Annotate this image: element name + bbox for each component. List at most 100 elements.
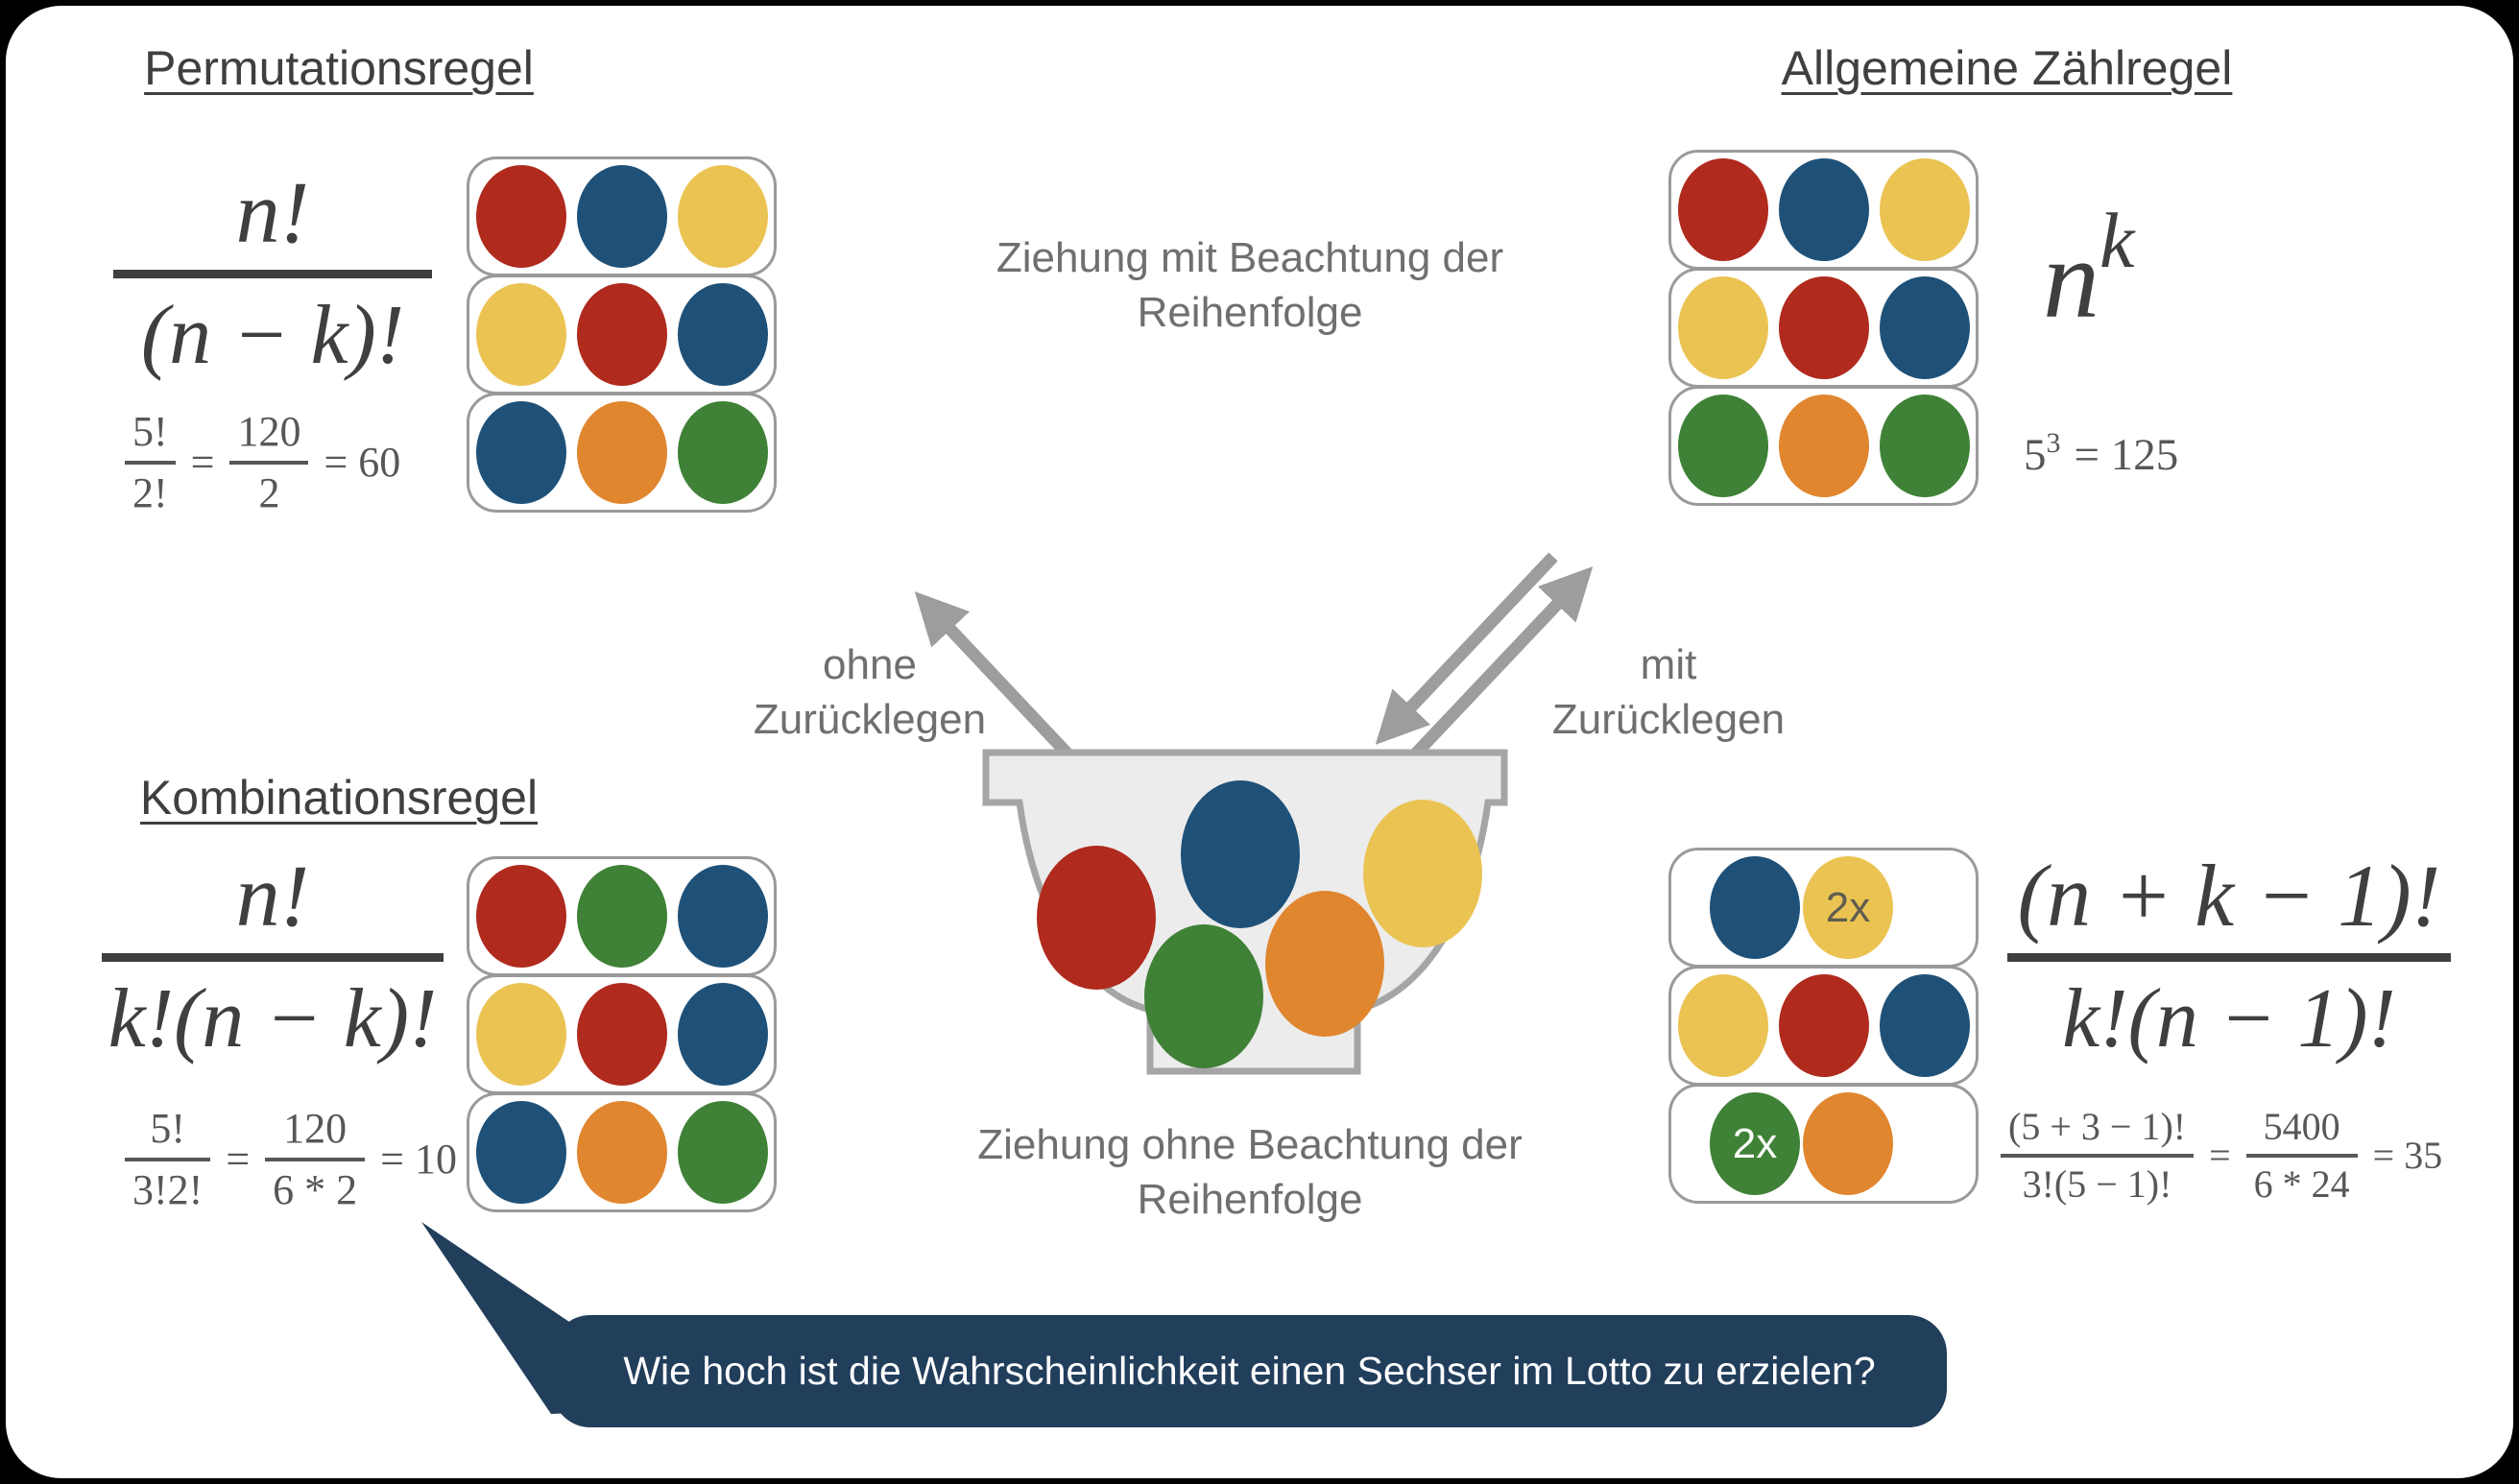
example-fraction: 120 6 * 2: [265, 1105, 366, 1214]
question-text: Wie hoch ist die Wahrscheinlichkeit eine…: [623, 1349, 1876, 1393]
blue-ball: [677, 983, 768, 1086]
formula-numerator: n!: [235, 847, 310, 945]
arrow-without-replacement-icon: [914, 591, 1084, 771]
formula-denominator: (n − k)!: [113, 270, 432, 386]
count-badge: 2x: [1732, 1119, 1778, 1167]
blue-ball: [677, 283, 768, 386]
orange-ball: [1803, 1092, 1893, 1195]
bowl-ball-red: [1037, 846, 1156, 990]
bowl-ball-yellow: [1363, 800, 1482, 947]
blue-ball: [1879, 974, 1970, 1077]
red-ball: [1677, 158, 1768, 261]
example-fraction: 120 2: [229, 408, 309, 517]
yellow-ball: [475, 283, 566, 386]
ball-row: [467, 856, 777, 976]
example-result: = 10: [380, 1136, 457, 1184]
equals-sign: =: [190, 439, 215, 487]
blue-ball: [1710, 856, 1800, 959]
wiederholung-example: (5 + 3 − 1)! 3!(5 − 1)! = 5400 6 * 24 = …: [2001, 1106, 2442, 1206]
formula-denominator: k!(n − 1)!: [2007, 953, 2451, 1069]
arrow-into-bowl-icon: [1375, 552, 1558, 745]
bowl-ball-green: [1144, 924, 1263, 1068]
yellow-ball: [1677, 974, 1768, 1077]
red-ball: [475, 865, 566, 968]
example-fraction: 5! 3!2!: [125, 1105, 211, 1214]
ball-row: 2x: [1668, 1084, 1979, 1204]
ball-row: [1668, 268, 1979, 388]
label-without-replacement: ohne Zurücklegen: [753, 641, 987, 743]
example-fraction: (5 + 3 − 1)! 3!(5 − 1)!: [2001, 1106, 2195, 1206]
ball-row: [1668, 386, 1979, 506]
kombination-example: 5! 3!2! = 120 6 * 2 = 10: [125, 1105, 457, 1214]
red-ball: [1778, 276, 1869, 379]
yellow-ball: 2x: [1803, 856, 1893, 959]
wiederholung-formula: (n + k − 1)! k!(n − 1)!: [2007, 847, 2451, 1069]
ball-row: [467, 974, 777, 1094]
equals-sign: =: [226, 1136, 251, 1184]
ball-row: [467, 393, 777, 513]
green-ball: [576, 865, 667, 968]
kombination-formula: n! k!(n − k)!: [102, 847, 444, 1069]
green-ball: 2x: [1710, 1092, 1800, 1195]
formula-numerator: (n + k − 1)!: [2017, 847, 2441, 945]
blue-ball: [1778, 158, 1869, 261]
kombination-title: Kombinationsregel: [139, 771, 539, 825]
wiederholung-ball-rows: 2x 2x: [1668, 848, 1979, 1204]
example-base: 5: [2024, 430, 2047, 480]
formula-numerator: n!: [235, 163, 310, 261]
bowl-scene: [914, 552, 1594, 1075]
zaehlregel-title: Allgemeine Zählregel: [1781, 41, 2233, 95]
yellow-ball: [1677, 276, 1768, 379]
blue-ball: [475, 1101, 566, 1204]
ball-row: [1668, 150, 1979, 270]
example-result: = 60: [324, 439, 401, 487]
label-with-replacement: mit Zurücklegen: [1551, 641, 1786, 743]
red-ball: [576, 283, 667, 386]
permutation-title: Permutationsregel: [144, 41, 534, 95]
green-ball: [677, 401, 768, 504]
orange-ball: [1778, 395, 1869, 497]
formula-base: n: [2043, 216, 2099, 342]
permutation-example: 5! 2! = 120 2 = 60: [125, 408, 401, 517]
blue-ball: [1879, 276, 1970, 379]
blue-ball: [475, 401, 566, 504]
ball-row: [467, 1092, 777, 1212]
label-draw-with-order: Ziehung mit Beachtung der Reihenfolge: [996, 234, 1504, 336]
example-exponent: 3: [2046, 427, 2061, 459]
green-ball: [1879, 395, 1970, 497]
bowl-ball-blue: [1181, 780, 1300, 928]
ball-row: 2x: [1668, 848, 1979, 968]
arrow-out-of-bowl-icon: [1410, 566, 1594, 759]
diagram-canvas: Permutationsregel n! (n − k)! 5! 2! = 12…: [6, 6, 2513, 1478]
orange-ball: [576, 401, 667, 504]
ball-row: [1668, 966, 1979, 1086]
zaehlregel-ball-rows: [1668, 150, 1979, 506]
kombination-ball-rows: [467, 856, 777, 1212]
example-result: = 125: [2074, 430, 2179, 480]
red-ball: [475, 165, 566, 268]
count-badge: 2x: [1825, 883, 1871, 931]
question-bubble: Wie hoch ist die Wahrscheinlichkeit eine…: [552, 1315, 1947, 1427]
red-ball: [1778, 974, 1869, 1077]
ball-row: [467, 156, 777, 276]
orange-ball: [576, 1101, 667, 1204]
yellow-ball: [677, 165, 768, 268]
blue-ball: [576, 165, 667, 268]
example-fraction: 5400 6 * 24: [2245, 1106, 2358, 1206]
permutation-ball-rows: [467, 156, 777, 513]
permutation-formula: n! (n − k)!: [113, 163, 432, 386]
formula-exponent: k: [2099, 197, 2135, 284]
yellow-ball: [1879, 158, 1970, 261]
equals-sign: =: [2209, 1134, 2231, 1177]
example-result: = 35: [2372, 1134, 2443, 1177]
zaehlregel-example: 53 = 125: [2024, 426, 2178, 482]
label-draw-without-order: Ziehung ohne Beachtung der Reihenfolge: [977, 1121, 1523, 1223]
yellow-ball: [475, 983, 566, 1086]
ball-row: [467, 275, 777, 395]
bowl-ball-orange: [1265, 891, 1384, 1037]
blue-ball: [677, 865, 768, 968]
formula-denominator: k!(n − k)!: [102, 953, 444, 1069]
power-formula: nk: [2043, 202, 2134, 336]
green-ball: [1677, 395, 1768, 497]
example-fraction: 5! 2!: [125, 408, 176, 517]
